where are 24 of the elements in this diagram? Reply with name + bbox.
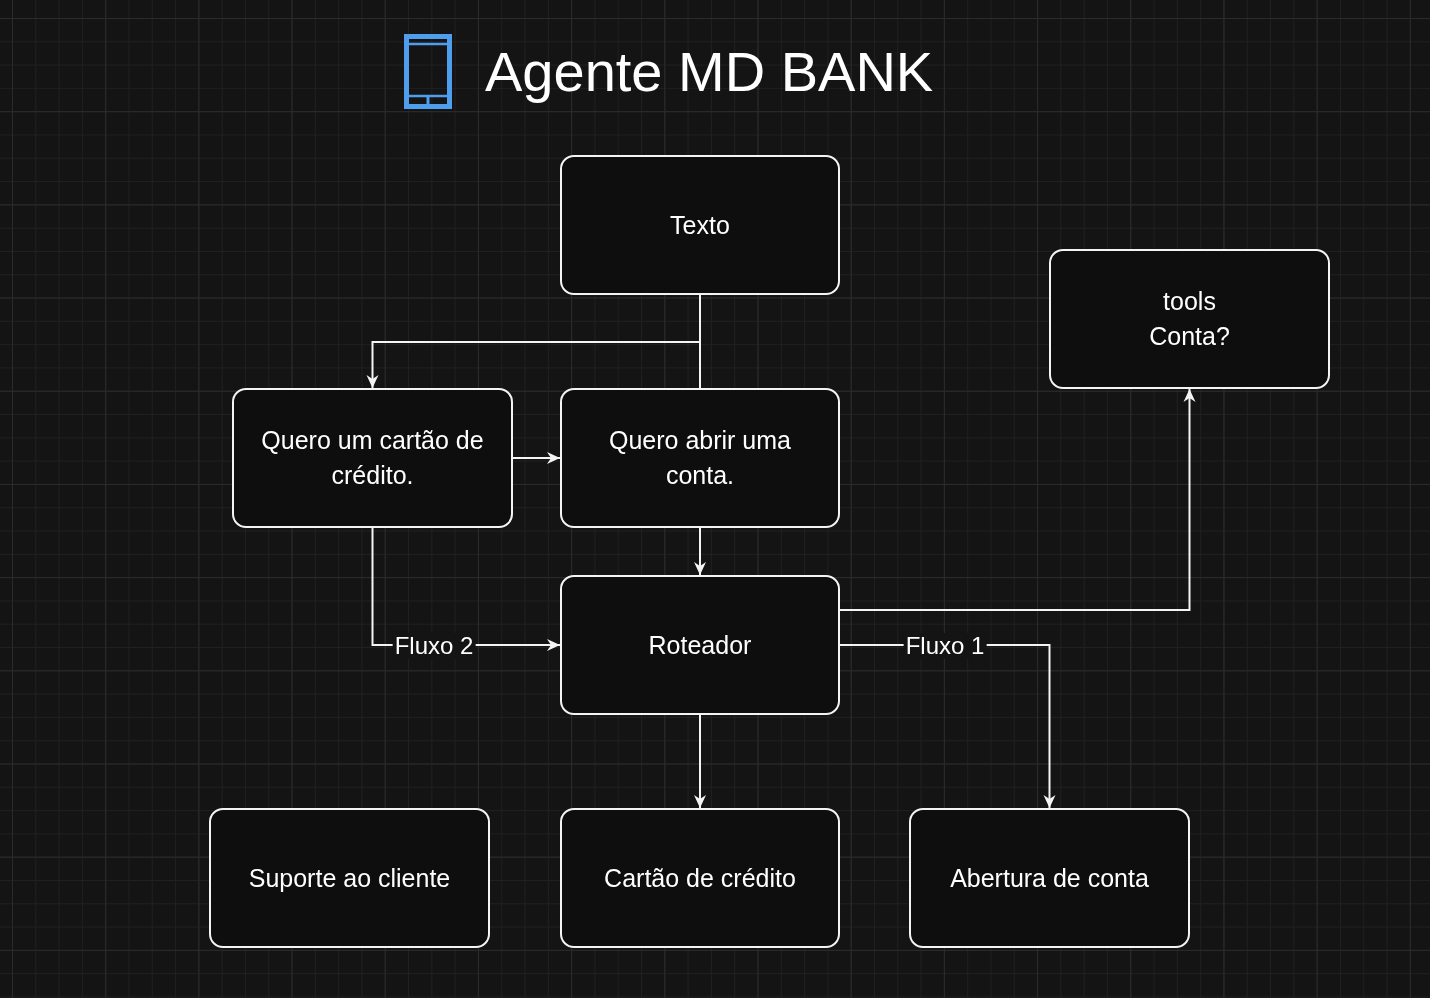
process-box: [560, 155, 840, 295]
process-box: [560, 808, 840, 948]
box-text: tools Conta?: [1148, 286, 1231, 352]
process-box: [232, 388, 513, 528]
arrow: [839, 388, 1196, 611]
edge-label: Fluxo 2: [392, 633, 476, 659]
box-text: Abertura de conta: [950, 862, 1149, 894]
process-box: [560, 388, 840, 528]
connector-line: [699, 294, 701, 389]
box-text: Quero um cartão de crédito.: [260, 425, 485, 491]
arrow: [512, 452, 561, 464]
box-text: Quero abrir uma conta.: [608, 425, 792, 491]
arrow: [694, 714, 706, 809]
box-text: Suporte ao cliente: [248, 862, 451, 894]
box-text: Texto: [670, 209, 730, 241]
process-box: [1049, 249, 1330, 389]
process-box: [209, 808, 490, 948]
box-text: Roteador: [648, 629, 752, 661]
arrow: [694, 527, 706, 576]
process-box: [909, 808, 1190, 948]
box-text: Cartão de crédito: [604, 862, 796, 894]
process-box: [560, 575, 840, 715]
title: Agente MD BANK: [485, 40, 934, 103]
edge-label: Fluxo 1: [903, 633, 987, 659]
